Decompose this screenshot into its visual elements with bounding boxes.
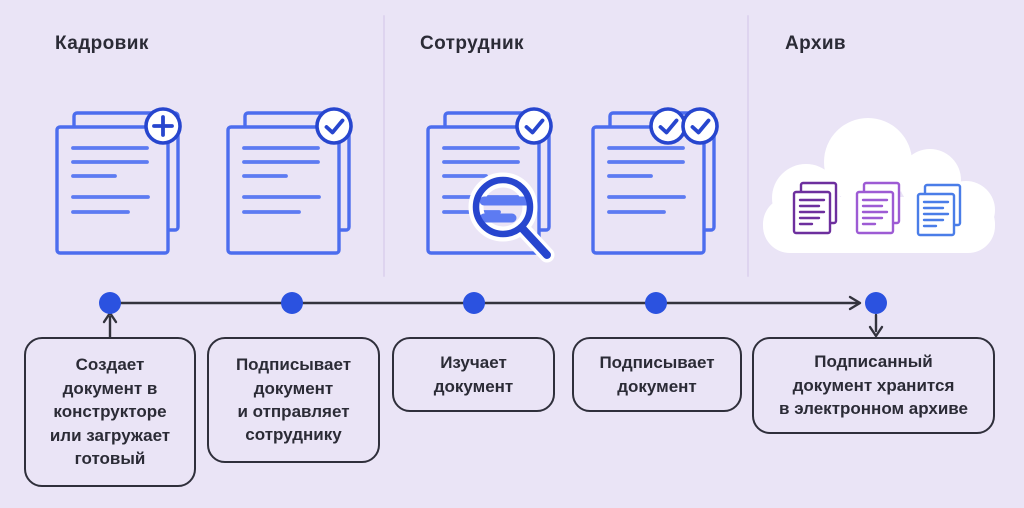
timeline-dot (99, 292, 121, 314)
check-badge-icon (649, 107, 687, 145)
step-box-store-in-archive: Подписанный документ хранится в электрон… (752, 337, 995, 434)
archive-doc-icon-purple (792, 181, 838, 235)
step-box-review-document: Изучает документ (392, 337, 555, 412)
plus-badge-icon (144, 107, 182, 145)
check-badge-icon (515, 107, 553, 145)
section-header-arhiv: Архив (785, 33, 847, 54)
archive-doc-icon-violet (855, 181, 901, 235)
timeline-dot (463, 292, 485, 314)
arrow-up-icon (102, 311, 118, 339)
timeline-dot (281, 292, 303, 314)
section-header-sotrudnik: Сотрудник (420, 33, 524, 54)
section-header-kadrovik: Кадровик (55, 33, 149, 54)
timeline-arrowhead-right (848, 295, 862, 311)
step-box-create-document: Создает документ в конструкторе или загр… (24, 337, 196, 487)
check-badge-icon (681, 107, 719, 145)
section-divider (747, 15, 749, 277)
arrow-down-icon (868, 313, 884, 338)
document-double-signed-icon (591, 107, 719, 255)
check-badge-icon (315, 107, 353, 145)
magnifier-icon (468, 172, 555, 263)
timeline-dot (645, 292, 667, 314)
timeline-dot (865, 292, 887, 314)
archive-doc-icon-blue (916, 183, 962, 237)
cloud-archive-icon (763, 118, 995, 253)
document-add-icon (55, 107, 182, 255)
timeline (99, 292, 887, 339)
document-signed-icon (226, 107, 353, 255)
step-box-sign-document: Подписывает документ (572, 337, 742, 412)
document-review-icon (426, 107, 555, 263)
section-divider (383, 15, 385, 277)
step-box-sign-and-send: Подписывает документ и отправляет сотруд… (207, 337, 380, 463)
